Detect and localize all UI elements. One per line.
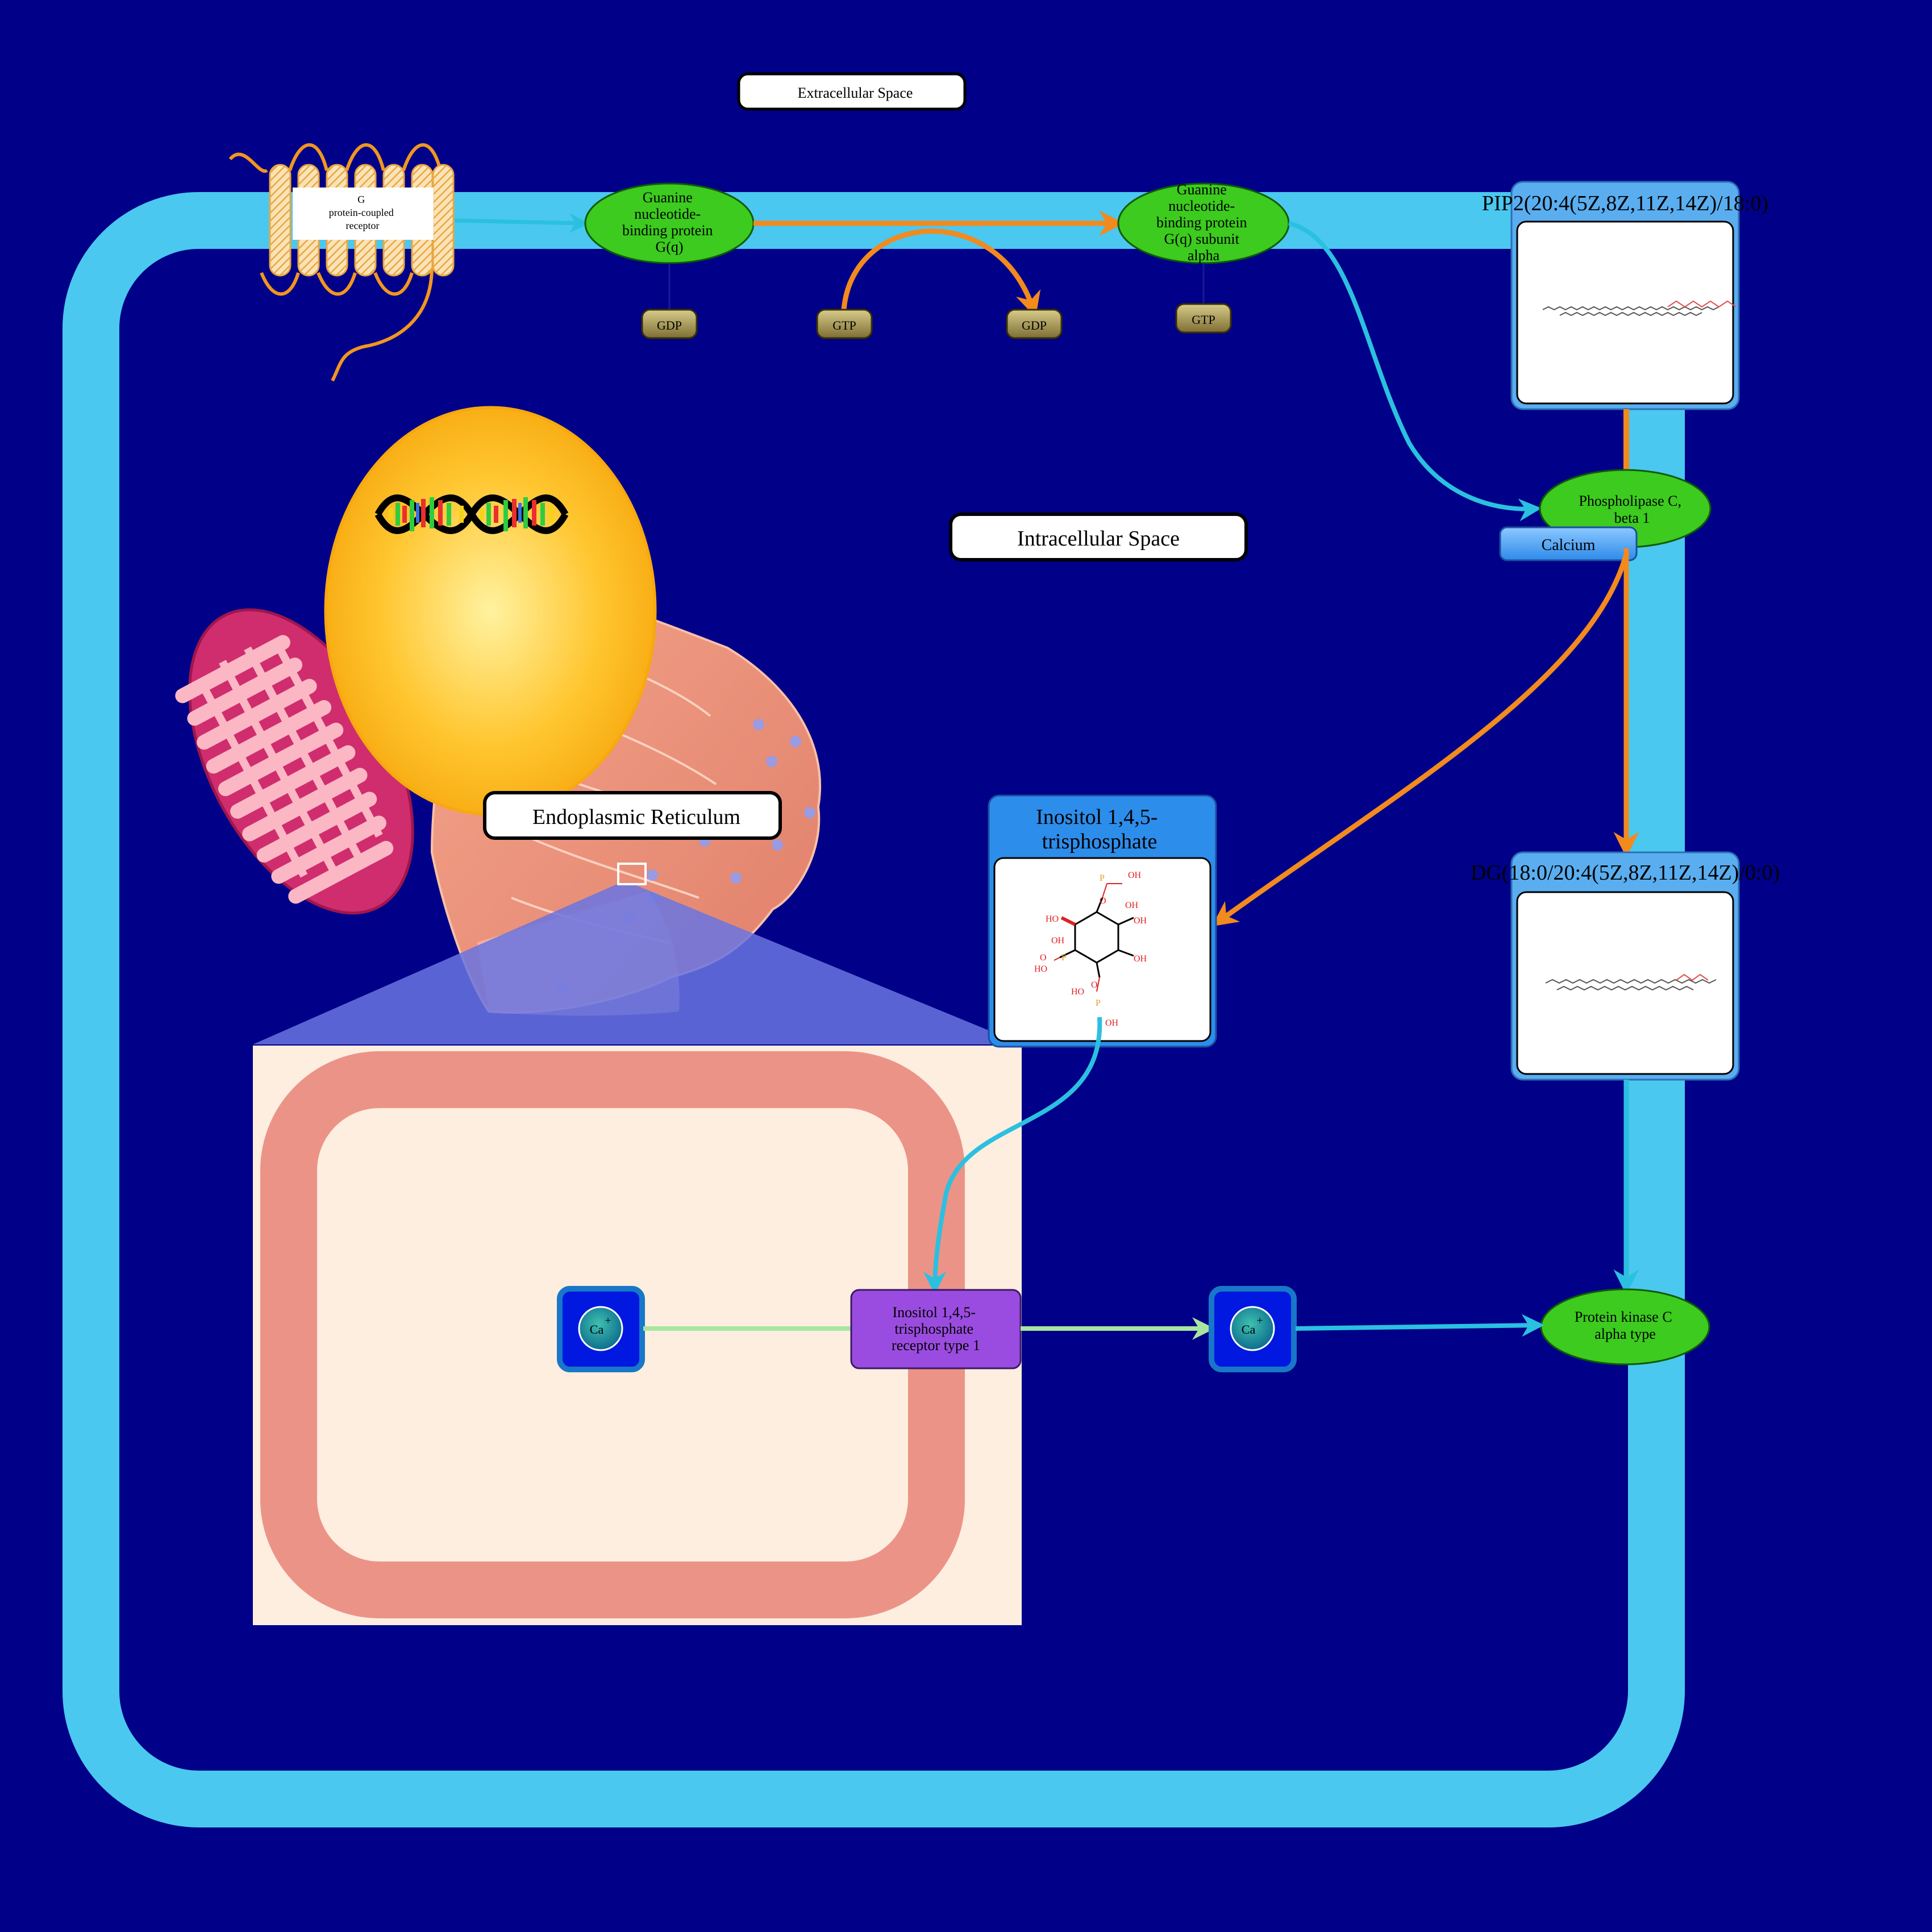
svg-text:OH: OH	[1134, 954, 1147, 964]
arrow-gtp-to-gdp	[841, 228, 1041, 318]
calcium-ion-left[interactable]: Ca +	[557, 1286, 645, 1372]
ip3r-node[interactable]: Inositol 1,4,5- trisphosphate receptor t…	[850, 1289, 1022, 1369]
gpcr-label: G protein-coupled receptor	[329, 194, 396, 231]
svg-text:GTP: GTP	[1192, 313, 1215, 327]
gpcr-receptor[interactable]: G protein-coupled receptor	[228, 143, 455, 382]
svg-text:HO: HO	[1046, 914, 1059, 924]
svg-text:HO: HO	[1034, 964, 1047, 974]
svg-text:P: P	[1061, 953, 1067, 963]
er-label-text: Endoplasmic Reticulum	[532, 805, 740, 829]
ip3r-label: Inositol 1,4,5- trisphosphate receptor t…	[892, 1304, 980, 1354]
intracellular-label: Intracellular Space	[949, 513, 1248, 561]
svg-text:Ca: Ca	[590, 1322, 604, 1336]
svg-text:+: +	[1256, 1314, 1263, 1327]
gq-alpha-node[interactable]: Guanine nucleotide- binding protein G(q)…	[1117, 181, 1290, 264]
svg-text:HO: HO	[1071, 987, 1084, 997]
ip3-label: Inositol 1,4,5- trisphosphate	[1036, 805, 1163, 853]
er-zoom-marker	[617, 863, 647, 885]
nucleus	[324, 406, 657, 816]
gtp-1[interactable]: GTP	[816, 309, 873, 339]
arrow-ca-to-pkc	[1295, 1314, 1544, 1337]
arrow-ip3-to-ip3r	[923, 1017, 1102, 1294]
dg-node[interactable]: DG(18:0/20:4(5Z,8Z,11Z,14Z)/0:0)	[1471, 851, 1780, 1081]
calcium-ion-right[interactable]: Ca +	[1209, 1286, 1297, 1372]
dna-helix	[374, 494, 569, 534]
svg-text:OH: OH	[1051, 936, 1065, 946]
svg-text:OH: OH	[1134, 916, 1147, 926]
svg-text:+: +	[605, 1314, 611, 1327]
svg-text:GDP: GDP	[1022, 318, 1047, 332]
plc-label: Phospholipase C, beta 1	[1579, 493, 1685, 526]
svg-text:P: P	[1096, 998, 1101, 1008]
svg-text:P: P	[1100, 873, 1105, 883]
pip2-node[interactable]: PIP2(20:4(5Z,8Z,11Z,14Z)/18:0)	[1482, 181, 1768, 410]
gq-node[interactable]: Guanine nucleotide- binding protein G(q)	[584, 182, 755, 264]
dg-structure	[1545, 979, 1717, 991]
er-label: Endoplasmic Reticulum	[483, 791, 782, 840]
svg-text:OH: OH	[1105, 1018, 1119, 1028]
ip3-node[interactable]: Inositol 1,4,5- trisphosphate OH OH OH O…	[988, 794, 1217, 1048]
calcium-tag[interactable]: Calcium	[1499, 526, 1638, 561]
pkc-node[interactable]: Protein kinase C alpha type	[1540, 1288, 1710, 1365]
er-zoom-cone	[253, 884, 1023, 1044]
svg-text:GDP: GDP	[657, 318, 682, 332]
gq-alpha-label: Guanine nucleotide- binding protein G(q)…	[1156, 181, 1251, 264]
arrow-gpcr-to-gq	[454, 213, 589, 234]
ip3-structure: OH OH OH OH HO OH HO HO OH P P P O O O	[1034, 871, 1147, 1028]
gdp-1[interactable]: GDP	[641, 309, 698, 339]
pip2-label: PIP2(20:4(5Z,8Z,11Z,14Z)/18:0)	[1482, 191, 1768, 215]
svg-text:O: O	[1100, 896, 1106, 906]
svg-text:OH: OH	[1125, 901, 1139, 910]
svg-text:Ca: Ca	[1242, 1322, 1256, 1336]
svg-text:O: O	[1040, 953, 1047, 963]
dg-label: DG(18:0/20:4(5Z,8Z,11Z,14Z)/0:0)	[1471, 861, 1780, 885]
gdp-2[interactable]: GDP	[1006, 309, 1063, 339]
gtp-2[interactable]: GTP	[1175, 303, 1232, 334]
pkc-label: Protein kinase C alpha type	[1575, 1309, 1676, 1342]
svg-text:GTP: GTP	[832, 318, 856, 332]
pip2-structure	[1542, 306, 1719, 317]
extracellular-label: Extracellular Space	[737, 72, 967, 111]
svg-text:OH: OH	[1128, 871, 1142, 880]
gq-label: Guanine nucleotide- binding protein G(q)	[622, 189, 717, 255]
arrow-gqalpha-to-plc	[1288, 221, 1542, 522]
svg-text:O: O	[1091, 980, 1098, 990]
intracellular-label-text: Intracellular Space	[1017, 527, 1180, 551]
svg-text:Calcium: Calcium	[1542, 536, 1596, 554]
extracellular-label-text: Extracellular Space	[798, 85, 913, 101]
arrow-plc-to-ip3	[1211, 553, 1629, 927]
